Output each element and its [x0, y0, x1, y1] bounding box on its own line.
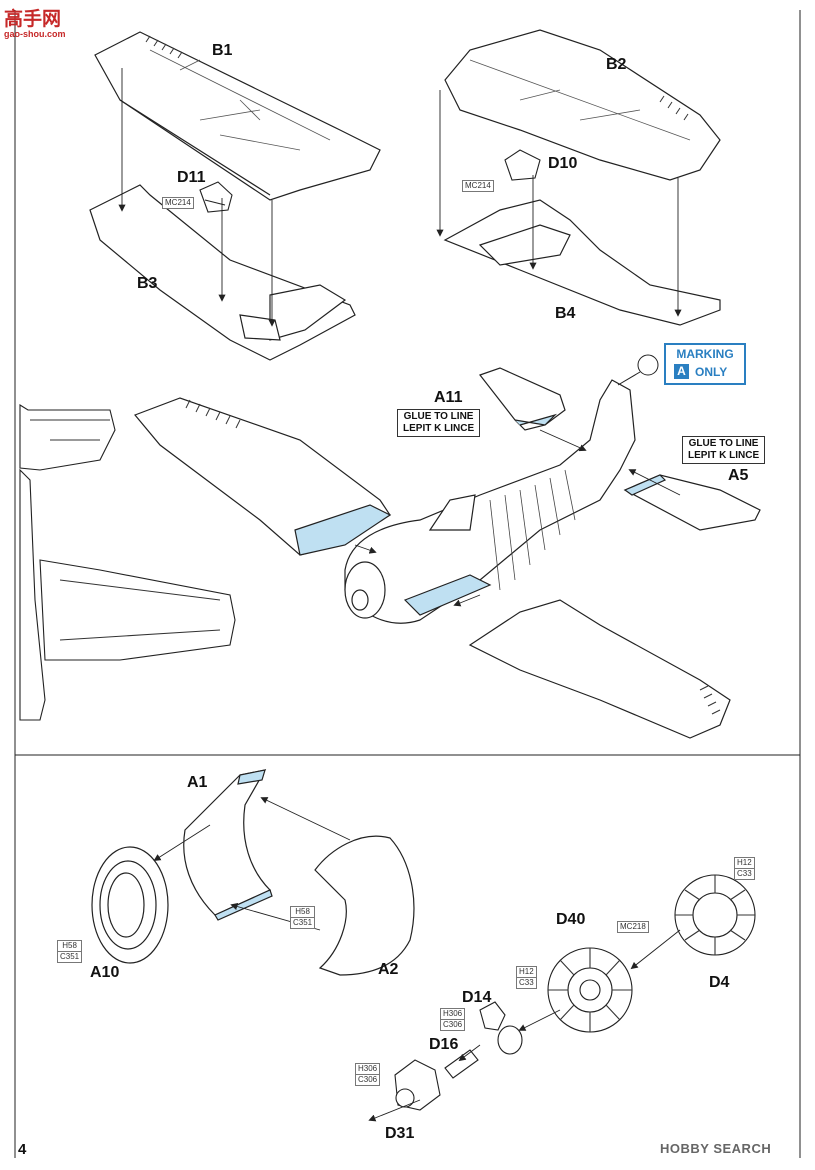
upper-wing-left-b1: [94, 31, 381, 201]
paint-code-h306: H306: [358, 1064, 378, 1073]
glue-note-line-1: GLUE TO LINE: [403, 411, 474, 422]
page-frame: [14, 10, 801, 1158]
paint-code-h12-c33-d40: H12 C33: [516, 966, 537, 989]
label-a10: A10: [90, 964, 120, 981]
lower-wing-right-b4: [443, 199, 721, 326]
marking-letter: A: [674, 364, 689, 379]
label-d14: D14: [462, 989, 492, 1006]
glue-note-a5: GLUE TO LINE LEPIT K LINCE: [682, 436, 766, 464]
paint-code-h306-c306-d31: H306 C306: [355, 1063, 381, 1086]
site-watermark-name: 高手网: [4, 8, 62, 30]
label-b3: B3: [137, 275, 158, 292]
marking-pointer: [617, 354, 659, 386]
marking-only-label: ONLY: [695, 365, 728, 379]
paint-code-h58: H58: [295, 907, 310, 916]
source-watermark: HOBBY SEARCH: [660, 1141, 772, 1156]
paint-code-c351: C351: [58, 951, 82, 961]
paint-code-c306: C306: [356, 1074, 380, 1084]
paint-code-c33: C33: [517, 977, 536, 987]
label-d11: D11: [177, 169, 206, 186]
label-b1: B1: [212, 42, 233, 59]
part-a5-stabilizer: [623, 474, 761, 531]
engine-d40: [547, 947, 633, 1033]
label-d4: D4: [709, 974, 730, 991]
label-b4: B4: [555, 305, 576, 322]
paint-code-c351: C351: [291, 917, 315, 927]
marking-label: MARKING: [676, 347, 734, 361]
assembly-arrows-top: [118, 68, 682, 327]
glue-note-a11: GLUE TO LINE LEPIT K LINCE: [397, 409, 481, 437]
paint-code-mc214-left: MC214: [162, 197, 194, 209]
side-profile-view: [19, 404, 236, 721]
assembly-arrows-middle: [354, 429, 681, 607]
paint-code-h12-c33-d4: H12 C33: [734, 857, 755, 880]
page-number: 4: [18, 1141, 27, 1158]
glue-note-line-1: GLUE TO LINE: [688, 438, 759, 449]
fuselage: [344, 379, 636, 624]
label-d31: D31: [385, 1125, 415, 1142]
glue-note-line-2: LEPIT K LINCE: [688, 450, 760, 461]
paint-code-h306-c306-d14: H306 C306: [440, 1008, 466, 1031]
part-d11: [199, 181, 233, 213]
label-a1: A1: [187, 774, 208, 791]
label-d10: D10: [548, 155, 578, 172]
lower-wing-left-b3: [89, 184, 356, 361]
assembly-arrows-engine: [368, 929, 681, 1122]
marking-a-only-badge: MARKING A ONLY: [664, 343, 746, 385]
paint-code-h12: H12: [737, 858, 752, 867]
cowling-a2: [314, 835, 415, 976]
label-d40: D40: [556, 911, 586, 928]
wing-left-assembled: [133, 397, 392, 556]
label-b2: B2: [606, 56, 627, 73]
paint-code-h58-c351-ring: H58 C351: [57, 940, 83, 963]
label-a11: A11: [434, 389, 463, 406]
paint-code-c33: C33: [735, 868, 754, 878]
nose-ring-a10: [91, 846, 169, 964]
part-d14: [479, 1001, 523, 1055]
paint-code-h306: H306: [443, 1009, 463, 1018]
part-d16: [444, 1049, 479, 1079]
label-d16: D16: [429, 1036, 459, 1053]
label-a2: A2: [378, 961, 399, 978]
part-d10: [504, 149, 541, 181]
paint-code-h58: H58: [62, 941, 77, 950]
paint-code-h58-c351-cowl: H58 C351: [290, 906, 316, 929]
glue-note-line-2: LEPIT K LINCE: [403, 423, 475, 434]
label-a5: A5: [728, 467, 749, 484]
part-a11-stabilizer: [479, 367, 566, 431]
upper-wing-right-b2: [444, 29, 721, 181]
paint-code-mc218: MC218: [617, 921, 649, 933]
wing-right-assembled: [468, 599, 731, 739]
site-watermark-logo: 高手网 gao-shou.com: [4, 4, 66, 39]
paint-code-h12: H12: [519, 967, 534, 976]
part-d31: [394, 1059, 441, 1111]
paint-code-mc214-right: MC214: [462, 180, 494, 192]
engine-d4: [674, 874, 756, 956]
cowling-a1: [183, 769, 273, 921]
paint-code-c306: C306: [441, 1019, 465, 1029]
site-watermark-url: gao-shou.com: [4, 29, 66, 39]
